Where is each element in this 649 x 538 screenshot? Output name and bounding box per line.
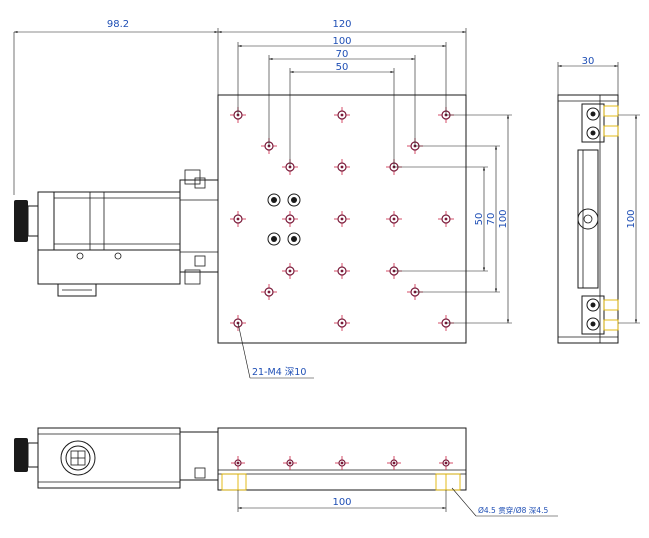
counterbore-callout: Ø4.5 贯穿/Ø8 深4.5 [451, 487, 558, 517]
dim-table-width-label: 120 [332, 19, 351, 30]
mounting-hole-center [340, 461, 344, 465]
dimension-vertical-mid: 70 [415, 145, 500, 293]
knob-front-icon [14, 438, 28, 472]
dimension-vertical-outer: 100 [446, 114, 512, 324]
side-view [557, 94, 619, 344]
mounting-hole-center [340, 269, 344, 273]
connector-icon [60, 440, 96, 476]
mounting-hole-center [444, 217, 448, 221]
dim-side-width-label: 30 [582, 56, 595, 67]
knob-icon [14, 200, 28, 242]
mounting-hole-center [340, 321, 344, 325]
dimension-side-width: 30 [557, 56, 619, 95]
mounting-hole-center [236, 217, 240, 221]
dimension-hole-span-outer: 100 [237, 36, 447, 115]
mounting-hole-center [340, 217, 344, 221]
dim-motor-length-label: 98.2 [107, 19, 129, 30]
mounting-hole-center [288, 269, 292, 273]
dim-hole-span-outer-label: 100 [332, 36, 351, 47]
mounting-holes-front [231, 456, 453, 470]
center-bolts [267, 193, 301, 246]
dim-vertical-inner-label: 50 [474, 213, 485, 226]
mounting-hole-center [288, 461, 292, 465]
hole-callout: 21-M4 深10 [237, 322, 314, 379]
mounting-hole-center [392, 461, 396, 465]
dim-bottom-span-label: 100 [332, 497, 351, 508]
dimension-bottom-span: 100 [237, 490, 447, 512]
dim-vertical-mid-label: 70 [486, 213, 497, 226]
mounting-hole-center [392, 217, 396, 221]
mounting-hole-center [236, 461, 240, 465]
mounting-hole-center [288, 217, 292, 221]
mounting-hole-center [267, 290, 271, 294]
front-view-motor [14, 427, 219, 489]
dim-hole-span-mid-label: 70 [336, 49, 349, 60]
counterbore-spec-label: Ø4.5 贯穿/Ø8 深4.5 [478, 505, 548, 515]
dimension-motor-length: 98.2 [13, 19, 219, 195]
dimension-vertical-inner: 50 [394, 166, 488, 272]
dim-hole-span-inner-label: 50 [336, 62, 349, 73]
mounting-holes-top [230, 107, 454, 331]
motor-assembly-top [14, 169, 219, 297]
dimension-hole-span-inner: 50 [289, 62, 395, 167]
table-top-view [217, 94, 467, 344]
dimension-table-width: 120 [218, 19, 467, 95]
dimension-hole-span-mid: 70 [268, 49, 416, 146]
dim-vertical-outer-label: 100 [498, 209, 509, 228]
hole-spec-label: 21-M4 深10 [252, 367, 306, 378]
dimension-side-height: 100 [618, 114, 640, 324]
mounting-hole-center [444, 461, 448, 465]
mounting-hole-center [340, 165, 344, 169]
mounting-hole-center [340, 113, 344, 117]
dim-side-height-label: 100 [626, 209, 637, 228]
